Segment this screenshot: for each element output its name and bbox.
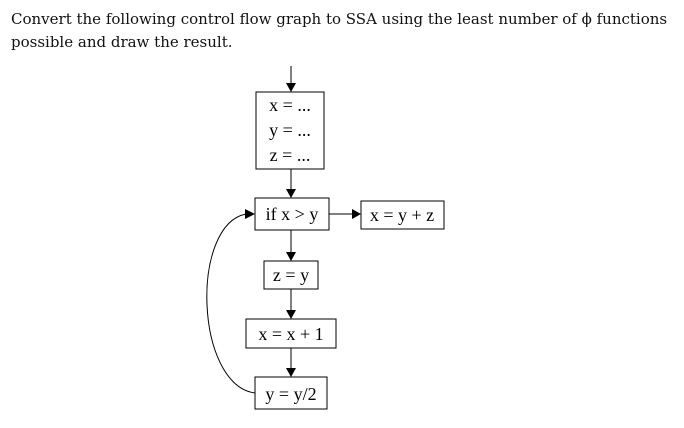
edge-block5-to-block6-arrowhead xyxy=(286,368,296,377)
block-1-line-3: z = ... xyxy=(270,145,311,165)
block-2 xyxy=(254,197,330,231)
block-6 xyxy=(254,376,328,410)
back-edge-arrowhead xyxy=(245,209,255,219)
question-line-2: possible and draw the result. xyxy=(11,33,233,51)
edge-block2-to-block4-arrowhead xyxy=(286,252,296,261)
block-1-line-1: x = ... xyxy=(269,95,311,115)
block-5-line-1: x = x + 1 xyxy=(258,324,323,344)
entry-arrowhead xyxy=(286,83,296,92)
edge-block1-to-block2-arrowhead xyxy=(286,189,296,198)
edge-block2-to-block3-arrowhead xyxy=(352,209,361,219)
block-5 xyxy=(245,318,337,349)
block-1-line-2: y = ... xyxy=(269,120,311,140)
block-2-line-1: if x > y xyxy=(266,204,319,224)
question-text: Convert the following control flow graph… xyxy=(11,8,671,54)
block-3 xyxy=(360,200,445,230)
edge-block4-to-block5-arrowhead xyxy=(286,310,296,319)
question-line-1: Convert the following control flow graph… xyxy=(11,10,668,28)
block-3-line-1: x = y + z xyxy=(370,205,434,225)
back-edge-block6-to-block2 xyxy=(206,213,256,394)
block-1 xyxy=(255,91,325,170)
block-4-line-1: z = y xyxy=(273,265,309,285)
block-6-line-1: y = y/2 xyxy=(265,384,316,404)
